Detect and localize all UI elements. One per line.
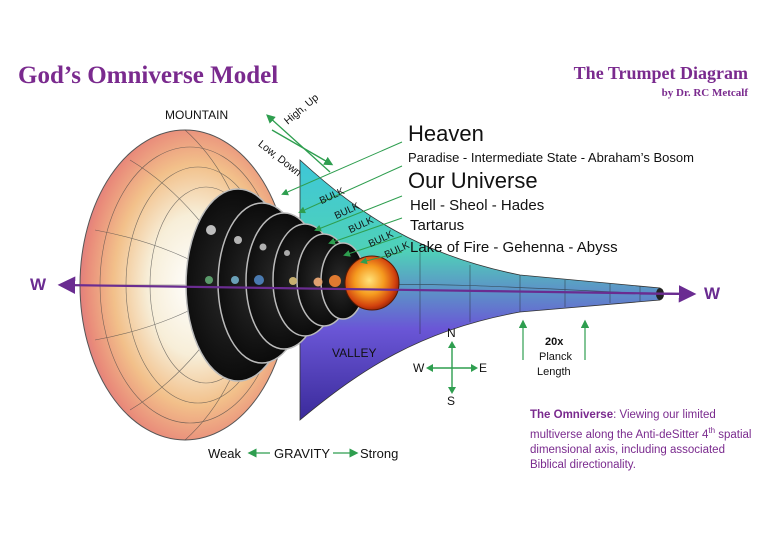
diagram-title: The Trumpet Diagram (573, 63, 748, 83)
compass-west: W (413, 361, 425, 375)
caption-lead: The Omniverse (530, 409, 614, 421)
realm-heaven: Heaven (408, 121, 484, 146)
caption-text-b: spatial dimensional axis, including asso… (530, 428, 752, 471)
caption-text-a: : Viewing our limited multiverse along t… (530, 409, 716, 441)
compass-north: N (447, 326, 456, 340)
gravity-weak: Weak (208, 446, 241, 461)
realm-our-universe: Our Universe (408, 168, 538, 193)
gravity-strong: Strong (360, 446, 399, 461)
realm-paradise: Paradise - Intermediate State - Abraham’… (408, 150, 694, 165)
compass (426, 341, 478, 394)
axis-west-left: W (30, 275, 47, 294)
page-title: God’s Omniverse Model (18, 62, 279, 89)
compass-east: E (479, 361, 488, 375)
author-byline: by Dr. RC Metcalf (661, 87, 748, 99)
realm-tartarus: Tartarus (410, 217, 465, 234)
realm-hell: Hell - Sheol - Hades (410, 197, 545, 214)
main-axis (57, 276, 697, 303)
gravity-label: GRAVITY (274, 446, 331, 461)
realm-lake-of-fire: Lake of Fire - Gehenna - Abyss (410, 239, 618, 256)
valley-label: VALLEY (332, 346, 377, 360)
planck-label: Planck (539, 351, 573, 363)
mountain-label: MOUNTAIN (165, 108, 229, 122)
lake-of-fire-sun (344, 255, 400, 311)
compass-south: S (447, 394, 456, 408)
axis-west-right: W (704, 284, 721, 303)
bulk-pointers (281, 141, 403, 265)
universe-disks (185, 188, 400, 382)
high-low-arrows (266, 114, 334, 173)
caption-sup: th (708, 426, 716, 435)
omniverse-caption: The Omniverse: Viewing our limited multi… (530, 408, 755, 473)
planck-length-label: Length (537, 366, 571, 378)
planck-multiplier: 20x (545, 336, 564, 348)
planck-arrows (518, 319, 590, 360)
